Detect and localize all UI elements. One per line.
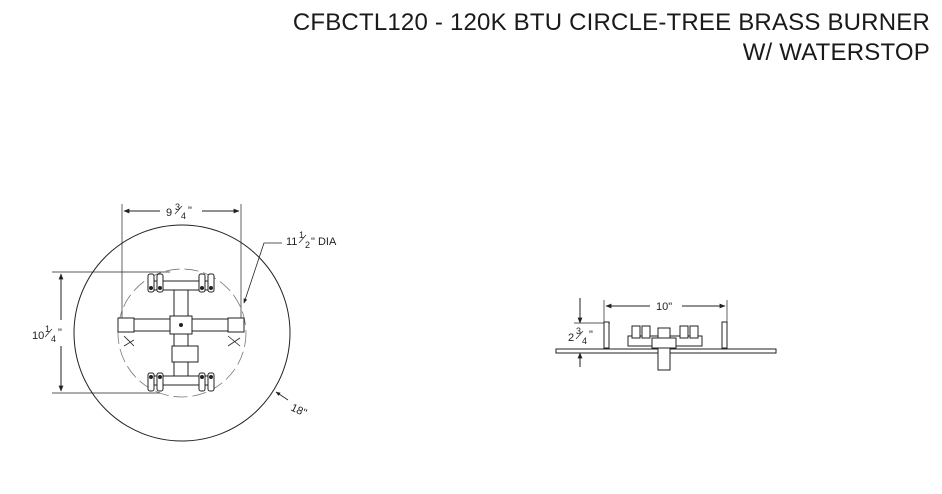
side-height-frac-den: 4 <box>582 336 587 346</box>
burner-diameter-dashed <box>117 268 247 398</box>
top-view <box>52 204 291 442</box>
side-view <box>555 298 777 371</box>
width-frac-num: 3 <box>175 202 180 212</box>
dia-label: 11 <box>286 236 297 248</box>
side-height-unit: " <box>589 329 593 341</box>
plate-dim-label: 18" <box>289 402 309 420</box>
plate-leader <box>275 391 289 401</box>
bottom-jets <box>147 372 215 392</box>
width-unit: " <box>188 205 192 217</box>
side-inlet <box>657 327 671 371</box>
side-height-frac-num: 3 <box>576 326 581 336</box>
title-line-1: CFBCTL120 - 120K BTU CIRCLE-TREE BRASS B… <box>292 9 930 36</box>
dia-frac-den: 2 <box>305 240 310 250</box>
width-frac-den: 4 <box>181 211 186 221</box>
dia-suffix: " DIA <box>311 236 337 248</box>
drawing-title: CFBCTL120 - 120K BTU CIRCLE-TREE BRASS B… <box>293 8 930 68</box>
diameter-leader <box>243 242 282 304</box>
height-label: 10 <box>32 330 44 342</box>
title-line-2: W/ WATERSTOP <box>742 39 930 66</box>
dia-frac-num: 1 <box>299 230 304 240</box>
height-unit: " <box>58 327 62 339</box>
width-label: 9 <box>166 207 172 219</box>
side-height-label: 2 <box>568 332 574 344</box>
side-width-label: 10" <box>656 301 672 313</box>
height-frac-den: 4 <box>51 334 56 344</box>
top-jets <box>147 273 215 293</box>
waterstop-plate-outline <box>73 224 291 442</box>
height-frac-num: 1 <box>45 324 50 334</box>
